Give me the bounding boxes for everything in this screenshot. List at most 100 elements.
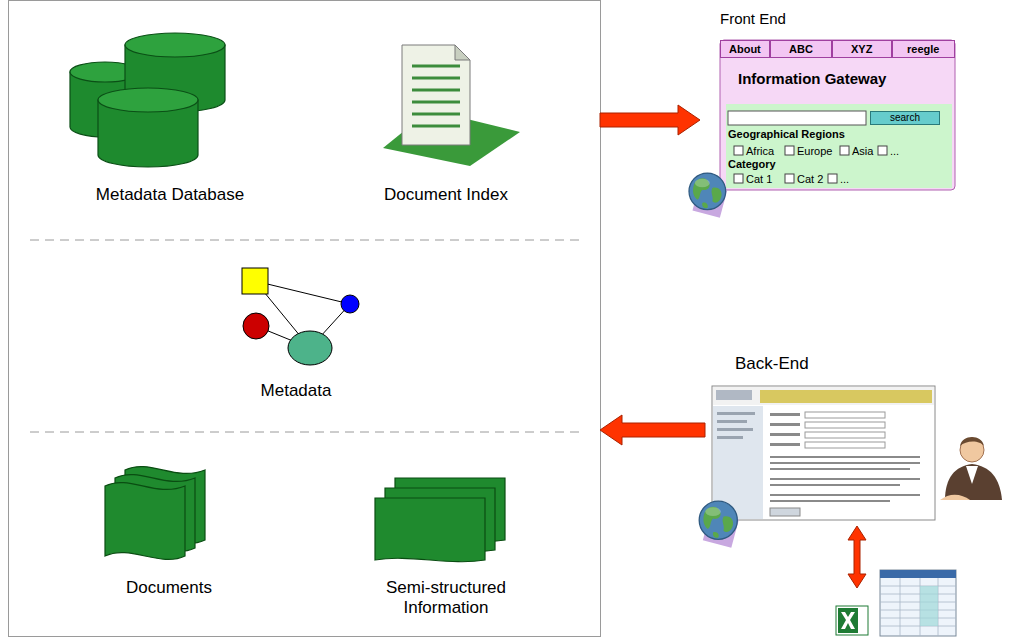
flow-arrow <box>600 105 700 135</box>
browser-mockup <box>726 104 952 188</box>
person-figure <box>966 466 978 484</box>
spreadsheet-icon <box>880 618 956 619</box>
globe-icon <box>699 501 739 548</box>
spreadsheet-icon <box>920 586 938 626</box>
browser-mockup <box>785 146 794 155</box>
database-icon <box>70 33 225 167</box>
excel-icon <box>836 606 868 635</box>
filter-heading: Category <box>728 158 776 171</box>
sync-arrow <box>848 526 866 588</box>
admin-screen <box>770 484 900 486</box>
checkbox-label: Cat 2 <box>797 173 823 186</box>
layer-band: Metadata Database Document Index <box>8 0 600 240</box>
semi-structured-icon <box>375 498 485 562</box>
admin-screen <box>760 390 932 403</box>
document-index-icon <box>412 89 460 92</box>
admin-screen <box>712 386 935 520</box>
admin-screen <box>770 494 920 496</box>
person-figure <box>945 464 1002 500</box>
admin-screen <box>805 412 885 448</box>
admin-screenshot: Back-End <box>705 352 940 524</box>
spreadsheet-icon <box>880 570 956 578</box>
admin-screen <box>805 432 885 438</box>
excel-icon <box>841 612 855 629</box>
admin-screen <box>770 462 920 464</box>
button-label: search <box>890 112 920 124</box>
document-index-icon <box>412 101 460 104</box>
nav-tab: reegle <box>892 40 955 58</box>
person-figure <box>940 495 970 500</box>
section-heading: Back-End <box>735 354 809 374</box>
flow-arrow <box>600 415 705 445</box>
checkbox-label: Cat 1 <box>746 173 772 186</box>
document-index-icon <box>412 77 460 80</box>
admin-screen <box>770 478 920 480</box>
layer-band: Metadata <box>8 240 600 440</box>
admin-screen <box>770 508 800 516</box>
document-index-icon <box>412 125 460 128</box>
layer-label: Document Index <box>346 185 546 205</box>
sync-arrow <box>848 526 866 588</box>
admin-screen <box>717 436 743 439</box>
tab-label: reegle <box>907 43 939 56</box>
layer-band: DocumentsSemi-structured Information <box>8 440 600 636</box>
document-index-icon <box>412 113 460 116</box>
admin-screen <box>770 443 800 446</box>
tab-label: ABC <box>789 43 813 56</box>
nav-tab: XYZ <box>832 40 892 58</box>
documents-icon <box>105 483 185 560</box>
page-title: Information Gateway <box>738 70 886 87</box>
admin-screen <box>770 413 920 502</box>
nav-tab: About <box>720 40 770 58</box>
excel-icon <box>836 606 868 635</box>
document-index-icon <box>455 45 470 60</box>
database-icon <box>98 88 198 112</box>
checkbox-label: Asia <box>852 145 873 158</box>
metadata-graph <box>243 313 269 339</box>
excel-icon <box>838 608 858 633</box>
admin-screen <box>717 412 755 439</box>
panel-frame <box>9 1 601 637</box>
admin-screen <box>770 500 890 502</box>
tab-label: About <box>729 43 761 56</box>
checkbox-label: ... <box>890 145 899 158</box>
admin-screen <box>717 412 755 415</box>
admin-screen <box>770 413 800 416</box>
admin-screen <box>805 442 885 448</box>
browser-mockup <box>720 40 955 190</box>
layer-label: Metadata Database <box>70 185 270 205</box>
spreadsheet-icon <box>880 570 956 636</box>
admin-screen <box>805 422 885 428</box>
metadata-graph <box>255 281 350 304</box>
admin-screen <box>770 468 910 470</box>
browser-mockup <box>828 174 837 183</box>
browser-mockup <box>785 174 794 183</box>
document-index-icon <box>412 65 460 68</box>
layer-label: Metadata <box>196 381 396 401</box>
spreadsheet-icon <box>880 594 956 595</box>
spreadsheet-icon <box>900 578 901 636</box>
filter-heading: Geographical Regions <box>728 128 845 141</box>
globe-icon <box>699 501 739 548</box>
admin-screen <box>713 387 934 405</box>
browser-mockup <box>878 146 887 155</box>
globe-icon <box>689 173 727 218</box>
section-heading: Front End <box>720 10 786 27</box>
panel-frame <box>30 240 585 241</box>
globe-icon <box>689 173 727 218</box>
checkbox-label: Africa <box>746 145 774 158</box>
spreadsheet-icon <box>880 626 956 627</box>
search-button: search <box>870 111 940 125</box>
spreadsheet-icon <box>880 578 956 636</box>
spreadsheet-icon <box>880 586 956 587</box>
browser-window: Front EndInformation GatewayGeographical… <box>700 6 960 194</box>
metadata-graph <box>242 268 359 365</box>
admin-screen <box>712 386 935 520</box>
browser-mockup <box>734 146 743 155</box>
checkbox-label: ... <box>840 173 849 186</box>
admin-screen <box>770 433 800 436</box>
person-figure <box>960 437 984 446</box>
metadata-graph <box>242 268 268 294</box>
